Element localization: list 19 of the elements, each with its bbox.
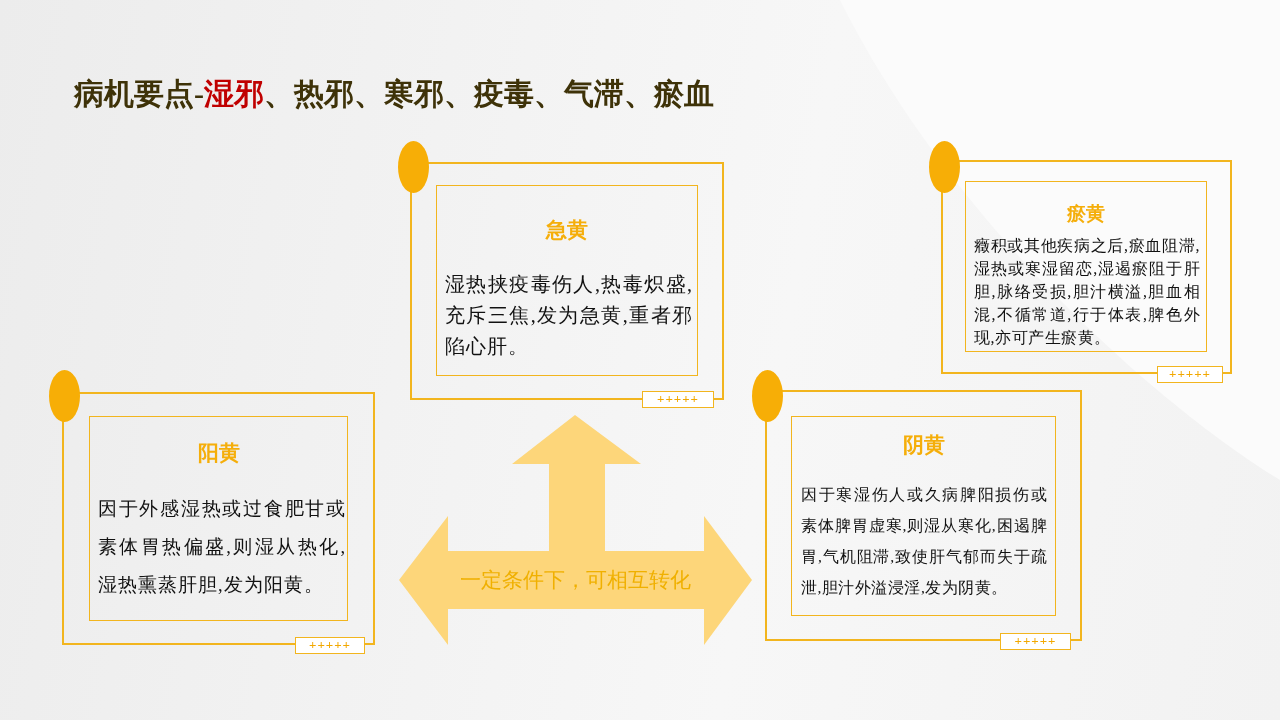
description-text: 湿热挟疫毒伤人,热毒炽盛,充斥三焦,发为急黄,重者邪陷心肝。 bbox=[445, 272, 693, 359]
text-box bbox=[89, 416, 348, 621]
slide-title: 病机要点-湿邪、热邪、寒邪、疫毒、气滞、瘀血 bbox=[74, 76, 714, 112]
edge-label: 一定条件下，可相互转化 bbox=[459, 567, 692, 594]
plus-tag: +++++ bbox=[1157, 366, 1223, 383]
box-heading: 瘀黄 bbox=[1066, 202, 1106, 226]
plus-tag: +++++ bbox=[1000, 633, 1071, 650]
three-way-arrow bbox=[399, 415, 752, 645]
text-box bbox=[791, 416, 1056, 616]
text-box bbox=[436, 185, 698, 376]
description-text: 因于寒湿伤人或久病脾阳损伤或素体脾胃虚寒,则湿从寒化,困遏脾胃,气机阻滞,致使肝气郁而失于疏泄,胆汁外溢浸淫,发为阴黄。 bbox=[801, 485, 1047, 598]
plus-tag: +++++ bbox=[295, 637, 365, 654]
description-text: 癥积或其他疾病之后,瘀血阻滞,湿热或寒湿留恋,湿遏瘀阻于肝胆,脉络受损,胆汁横溢,胆血相混,不循常道,行于体表,脾色外现,亦可产生瘀黄。 bbox=[974, 236, 1200, 348]
box-heading: 阳黄 bbox=[196, 440, 241, 467]
plus-tag: +++++ bbox=[642, 391, 714, 408]
text-box bbox=[965, 181, 1207, 352]
description-text: 因于外感湿热或过食肥甘或素体胃热偏盛,则湿从热化,湿热熏蒸肝胆,发为阳黄。 bbox=[98, 498, 346, 597]
box-heading: 急黄 bbox=[544, 217, 589, 244]
box-heading: 阴黄 bbox=[901, 432, 946, 459]
